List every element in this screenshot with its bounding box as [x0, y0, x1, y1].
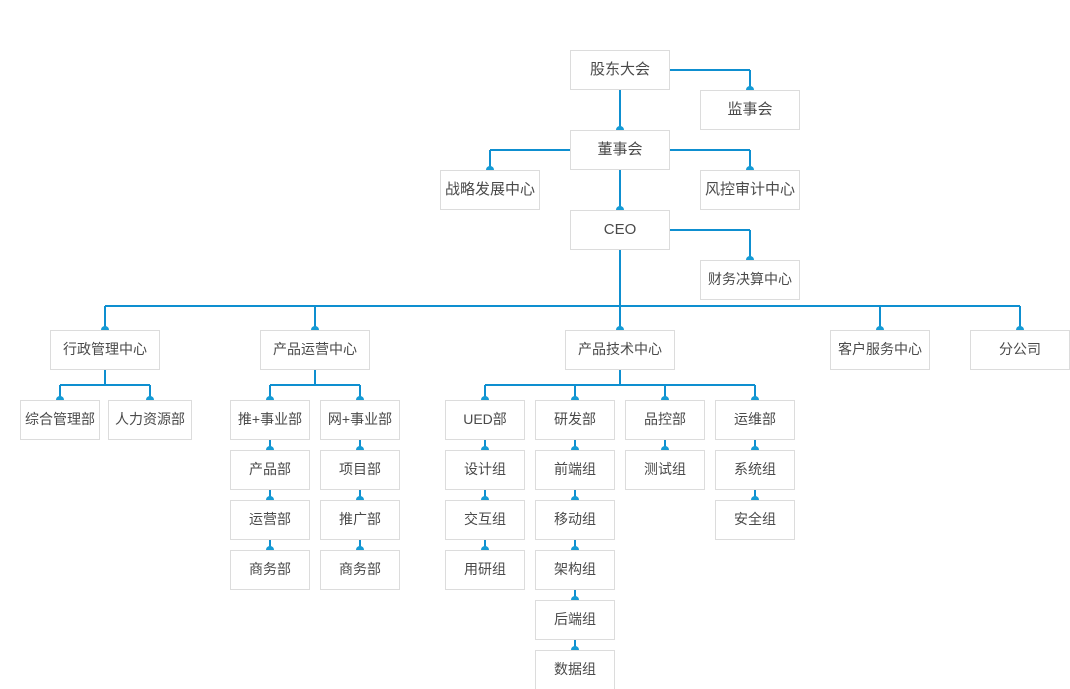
org-node-label: 测试组 [644, 461, 686, 478]
org-node-label: 交互组 [464, 511, 506, 528]
org-node-f6[interactable]: 数据组 [535, 650, 615, 689]
org-node-label: 风控审计中心 [704, 180, 795, 198]
org-node-h2[interactable]: 系统组 [715, 450, 795, 490]
org-node-label: 产品运营中心 [273, 341, 357, 358]
org-node-label: 品控部 [644, 411, 686, 428]
org-node-n2[interactable]: 监事会 [700, 90, 800, 130]
org-node-label: 运营部 [249, 511, 291, 528]
org-node-b4[interactable]: 商务部 [230, 550, 310, 590]
org-node-label: 用研组 [464, 561, 506, 578]
org-node-label: 架构组 [554, 561, 596, 578]
org-node-f4[interactable]: 架构组 [535, 550, 615, 590]
org-node-label: 财务决算中心 [708, 271, 792, 288]
org-node-h1[interactable]: 运维部 [715, 400, 795, 440]
org-node-label: 设计组 [464, 461, 506, 478]
org-node-label: CEO [603, 220, 637, 238]
org-node-label: 推+事业部 [237, 411, 303, 428]
org-node-g1[interactable]: 品控部 [625, 400, 705, 440]
org-node-n4[interactable]: 战略发展中心 [440, 170, 540, 210]
org-node-label: 推广部 [339, 511, 381, 528]
org-node-n5[interactable]: 风控审计中心 [700, 170, 800, 210]
org-node-label: 网+事业部 [327, 411, 393, 428]
org-node-b1[interactable]: 推+事业部 [230, 400, 310, 440]
org-node-label: 数据组 [554, 661, 596, 678]
org-node-label: 移动组 [554, 511, 596, 528]
org-node-h3[interactable]: 安全组 [715, 500, 795, 540]
org-node-label: 运维部 [734, 411, 776, 428]
org-node-label: 监事会 [727, 100, 773, 118]
org-node-label: 项目部 [339, 461, 381, 478]
org-node-n1[interactable]: 股东大会 [570, 50, 670, 90]
org-node-label: 研发部 [554, 411, 596, 428]
org-node-label: 商务部 [249, 561, 291, 578]
org-node-label: 系统组 [734, 461, 776, 478]
org-node-n3[interactable]: 董事会 [570, 130, 670, 170]
org-node-n7[interactable]: 财务决算中心 [700, 260, 800, 300]
org-node-g2[interactable]: 测试组 [625, 450, 705, 490]
org-node-label: 产品技术中心 [578, 341, 662, 358]
org-node-d1[interactable]: 网+事业部 [320, 400, 400, 440]
org-node-label: 前端组 [554, 461, 596, 478]
org-node-label: 客户服务中心 [838, 341, 922, 358]
org-node-c2[interactable]: 产品运营中心 [260, 330, 370, 370]
org-node-b2[interactable]: 产品部 [230, 450, 310, 490]
org-node-c1[interactable]: 行政管理中心 [50, 330, 160, 370]
org-node-e1[interactable]: UED部 [445, 400, 525, 440]
org-node-label: 战略发展中心 [444, 180, 535, 198]
org-node-label: 行政管理中心 [63, 341, 147, 358]
org-node-c4[interactable]: 客户服务中心 [830, 330, 930, 370]
org-node-label: UED部 [463, 411, 507, 428]
org-node-d4[interactable]: 商务部 [320, 550, 400, 590]
org-node-label: 商务部 [339, 561, 381, 578]
org-node-d3[interactable]: 推广部 [320, 500, 400, 540]
org-node-d2[interactable]: 项目部 [320, 450, 400, 490]
org-node-label: 后端组 [554, 611, 596, 628]
org-node-f2[interactable]: 前端组 [535, 450, 615, 490]
org-node-label: 人力资源部 [115, 411, 185, 428]
org-node-n6[interactable]: CEO [570, 210, 670, 250]
org-node-label: 董事会 [597, 140, 643, 158]
org-node-e2[interactable]: 设计组 [445, 450, 525, 490]
org-node-label: 分公司 [999, 341, 1041, 358]
org-node-c5[interactable]: 分公司 [970, 330, 1070, 370]
org-node-label: 安全组 [734, 511, 776, 528]
org-node-a2[interactable]: 人力资源部 [108, 400, 192, 440]
org-node-e4[interactable]: 用研组 [445, 550, 525, 590]
org-node-e3[interactable]: 交互组 [445, 500, 525, 540]
org-node-b3[interactable]: 运营部 [230, 500, 310, 540]
org-node-a1[interactable]: 综合管理部 [20, 400, 100, 440]
org-node-f5[interactable]: 后端组 [535, 600, 615, 640]
org-node-c3[interactable]: 产品技术中心 [565, 330, 675, 370]
org-node-f3[interactable]: 移动组 [535, 500, 615, 540]
org-node-label: 产品部 [249, 461, 291, 478]
org-node-label: 综合管理部 [25, 411, 95, 428]
org-node-label: 股东大会 [589, 60, 650, 78]
org-node-f1[interactable]: 研发部 [535, 400, 615, 440]
